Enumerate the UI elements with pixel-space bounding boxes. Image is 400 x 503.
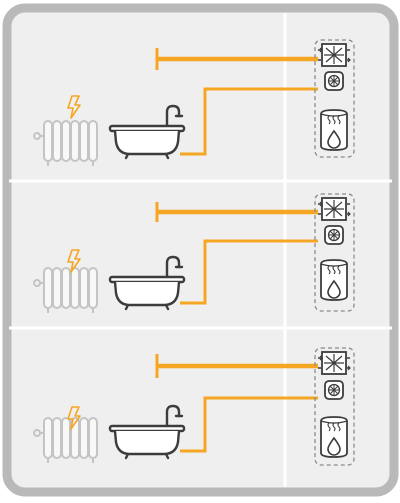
hot-water-pipe	[180, 396, 318, 453]
hot-water-tank-icon	[320, 416, 348, 458]
technical-unit-box	[314, 347, 355, 466]
heat-pump-icon	[324, 71, 344, 91]
hot-water-pipe	[180, 239, 318, 305]
heat-pump-icon	[324, 380, 344, 400]
ventilation-unit-icon	[317, 351, 351, 375]
heat-pump-icon	[324, 225, 344, 245]
technical-unit-box	[314, 39, 355, 158]
hot-water-tank-icon	[320, 109, 348, 151]
technical-unit-box	[314, 193, 355, 312]
floor-2	[33, 193, 355, 314]
floor-3	[33, 347, 355, 466]
ventilation-unit-icon	[317, 43, 351, 67]
hot-water-pipe	[180, 87, 318, 156]
floor-1	[33, 39, 355, 167]
hot-water-tank-icon	[320, 259, 348, 301]
building-frame	[2, 3, 399, 497]
ventilation-unit-icon	[317, 197, 351, 221]
